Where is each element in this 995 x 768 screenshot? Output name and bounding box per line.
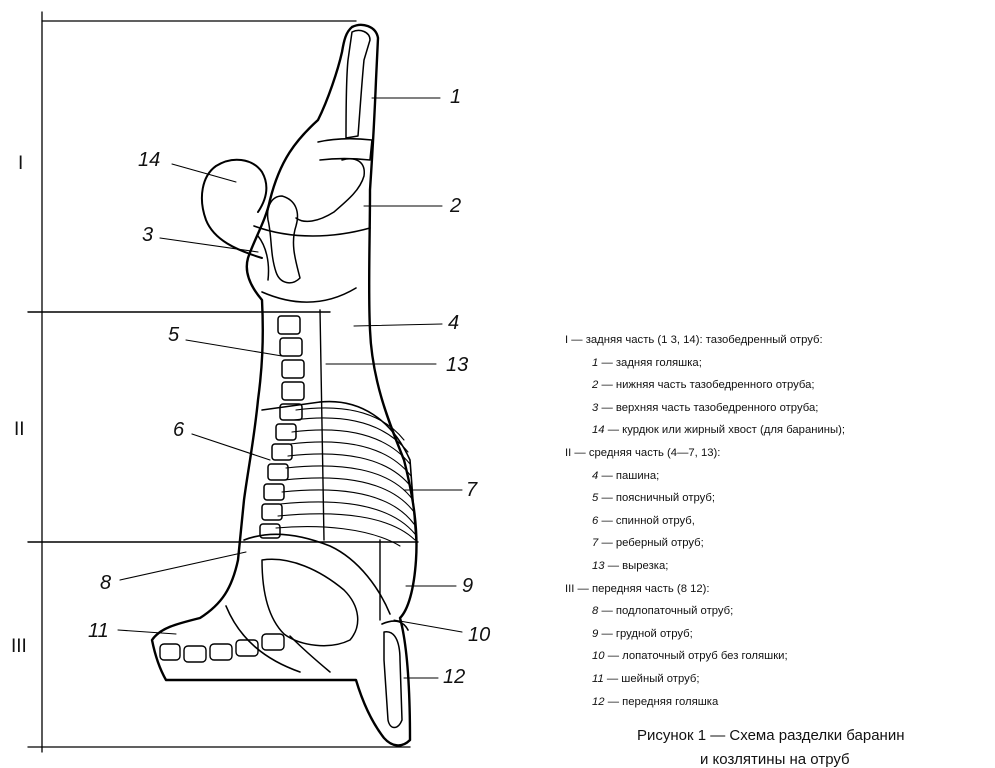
legend-num: 7 [592,537,598,549]
neck-vertebrae [160,634,284,662]
legend-text: — нижняя часть тазобедренного отруба; [601,379,814,391]
legend-item: 11 — шейный отруб; [565,668,995,691]
legend-num: 4 [592,470,598,482]
legend-num: 12 [592,696,605,708]
legend-text: — задняя голяшка; [601,357,701,369]
legend-text: — подлопаточный отруб; [601,605,733,617]
cut-line-tenderloin [320,310,324,540]
legend-num: 10 [592,650,605,662]
callout-10: 10 [468,624,490,647]
legend-text: — пашина; [601,470,659,482]
legend-num: 11 [592,673,604,685]
legend-num: 14 [592,424,605,436]
callout-6: 6 [173,419,184,442]
callout-12: 12 [443,666,465,689]
cut-line-foreshank [382,621,408,630]
spine [260,316,304,538]
legend-item: 3 — верхняя часть тазобедренного отруба; [565,397,995,420]
cut-line-hip [254,226,370,236]
legend-num: 13 [592,560,605,572]
legend-text: — грудной отруб; [601,628,692,640]
section-label-2: II [14,419,25,441]
section-label-3: III [11,636,27,658]
legend-item: 7 — реберный отруб; [565,532,995,555]
callout-1: 1 [450,86,461,109]
legend-text: — верхняя часть тазобедренного отруба; [601,402,818,414]
legend-item: 6 — спинной отруб, [565,510,995,533]
legend-item: 5 — поясничный отруб; [565,487,995,510]
hind-leg-bones [258,30,370,282]
legend-item: 9 — грудной отруб; [565,623,995,646]
legend-text: — вырезка; [608,560,669,572]
legend-item: 10 — лопаточный отруб без голяшки; [565,645,995,668]
fore-leg-bones [262,559,402,727]
legend-item: 8 — подлопаточный отруб; [565,600,995,623]
legend-num: 5 [592,492,598,504]
legend-item: 4 — пашина; [565,465,995,488]
legend-num: 6 [592,515,598,527]
legend-text: — курдюк или жирный хвост (для баранины)… [608,424,845,436]
leader-lines [118,98,462,678]
legend-head-1: I — задняя часть (1 3, 14): тазобедренны… [565,329,995,352]
cut-line-loin-top [262,288,356,302]
section-label-1: I [18,153,23,175]
legend-head-2: II — средняя часть (4—7, 13): [565,442,995,465]
legend-num: 9 [592,628,598,640]
legend-item: 1 — задняя голяшка; [565,352,995,375]
callout-7: 7 [466,479,477,502]
legend-item: 2 — нижняя часть тазобедренного отруба; [565,374,995,397]
cut-line-shank [318,139,372,160]
callout-5: 5 [168,324,179,347]
callout-4: 4 [448,312,459,335]
legend-text: — спинной отруб, [601,515,694,527]
callout-8: 8 [100,572,111,595]
legend-num: 2 [592,379,598,391]
legend-text: — лопаточный отруб без голяшки; [608,650,788,662]
ribs [276,408,415,546]
legend-text: — шейный отруб; [607,673,700,685]
figure-caption: Рисунок 1 — Схема разделки баранин [637,727,905,744]
fat-tail-outline [202,160,266,258]
legend-num: 1 [592,357,598,369]
legend: I — задняя часть (1 3, 14): тазобедренны… [565,329,995,713]
legend-text: — передняя голяшка [608,696,719,708]
legend-item: 12 — передняя голяшка [565,691,995,714]
legend-item: 13 — вырезка; [565,555,995,578]
callout-9: 9 [462,575,473,598]
cut-line-shoulder [244,534,390,614]
legend-text: — реберный отруб; [601,537,703,549]
callout-11: 11 [88,620,109,643]
legend-num: 8 [592,605,598,617]
legend-num: 3 [592,402,598,414]
callout-14: 14 [138,149,160,172]
callout-2: 2 [450,195,461,218]
legend-head-3: III — передняя часть (8 12): [565,578,995,601]
cut-line-neck [226,606,300,672]
legend-item: 14 — курдюк или жирный хвост (для барани… [565,419,995,442]
callout-13: 13 [446,354,468,377]
callout-3: 3 [142,224,153,247]
legend-text: — поясничный отруб; [601,492,715,504]
